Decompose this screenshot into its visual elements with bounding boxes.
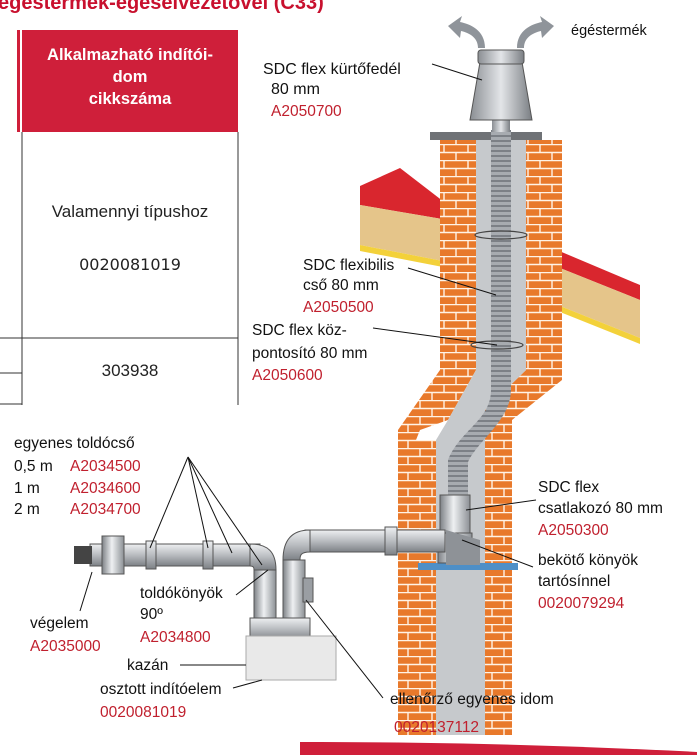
- label-straight-ext-code-2: A2034600: [70, 480, 141, 497]
- label-centraliser-name-1: SDC flex köz-: [252, 322, 347, 339]
- label-cap-size: 80 mm: [271, 81, 320, 98]
- boiler: [245, 635, 337, 681]
- label-straight-ext-length-2: 1 m: [14, 480, 40, 497]
- table-header-line-3: cikkszáma: [88, 90, 172, 108]
- table-cell-all-types: Valamennyi típushoz: [51, 202, 209, 221]
- label-inspection-name: ellenőrző egyenes idom: [390, 691, 554, 708]
- label-inspection-code: 0020137112: [394, 719, 480, 736]
- table-cell-code-1: 0020081019: [79, 255, 181, 274]
- roof: [360, 168, 640, 344]
- label-end-piece-name: végelem: [30, 615, 89, 632]
- flexible-pipe: [448, 130, 528, 495]
- label-exhaust: égéstermék: [571, 23, 647, 39]
- label-ext-elbow-name: toldókönyök: [140, 585, 223, 602]
- label-cap-name: SDC flex kürtőfedél: [263, 61, 401, 78]
- label-straight-ext-title: egyenes toldócső: [14, 435, 135, 452]
- leader-lines: [79, 63, 537, 699]
- label-ext-elbow-angle: 90º: [140, 606, 163, 623]
- label-split-starter-code: 0020081019: [100, 704, 187, 721]
- page-title-fragment: égéstermék-égéselvezetővel (C33): [0, 0, 324, 14]
- left-pipe-run: [74, 535, 311, 641]
- label-elbow-support-name-2: tartósínnel: [538, 573, 611, 590]
- table-header-line-2: dom: [112, 68, 148, 86]
- label-boiler: kazán: [127, 657, 169, 674]
- label-straight-ext-length-1: 0,5 m: [14, 458, 53, 475]
- table-grid-lines: [0, 132, 239, 405]
- label-cap-code: A2050700: [271, 103, 342, 120]
- label-elbow-support-name-1: bekötő könyök: [538, 552, 638, 569]
- label-connector-name-2: csatlakozó 80 mm: [538, 500, 663, 517]
- label-centraliser-code: A2050600: [252, 367, 323, 384]
- label-straight-ext-code-1: A2034500: [70, 458, 141, 475]
- label-flexpipe-name: SDC flexibilis: [303, 257, 395, 274]
- table-left-column-header: [0, 30, 20, 132]
- flue-cap: [448, 16, 554, 132]
- label-split-starter-name: osztott indítóelem: [100, 681, 222, 698]
- label-elbow-support-code: 0020079294: [538, 595, 625, 612]
- label-flexpipe-code: A2050500: [303, 299, 374, 316]
- table-header-line-1: Alkalmazható indítói-: [47, 46, 213, 64]
- table-header: Alkalmazható indítói- dom cikkszáma: [22, 30, 238, 132]
- bottom-swoosh: [300, 742, 697, 755]
- label-ext-elbow-code: A2034800: [140, 629, 211, 646]
- label-connector-code: A2050300: [538, 522, 609, 539]
- label-centraliser-name-2: pontosító 80 mm: [252, 345, 368, 362]
- horizontal-flue-pipe: [282, 526, 446, 623]
- label-connector-name-1: SDC flex: [538, 479, 600, 496]
- table-cell-code-2: 303938: [101, 361, 159, 380]
- article-number-table: Alkalmazható indítói- dom cikkszáma Vala…: [0, 30, 238, 405]
- label-end-piece-code: A2035000: [30, 638, 101, 655]
- label-flexpipe-size: cső 80 mm: [303, 277, 379, 294]
- table-header-label: Alkalmazható indítói- dom cikkszáma: [22, 44, 238, 110]
- label-straight-ext-code-3: A2034700: [70, 501, 141, 518]
- label-straight-ext-length-3: 2 m: [14, 501, 40, 518]
